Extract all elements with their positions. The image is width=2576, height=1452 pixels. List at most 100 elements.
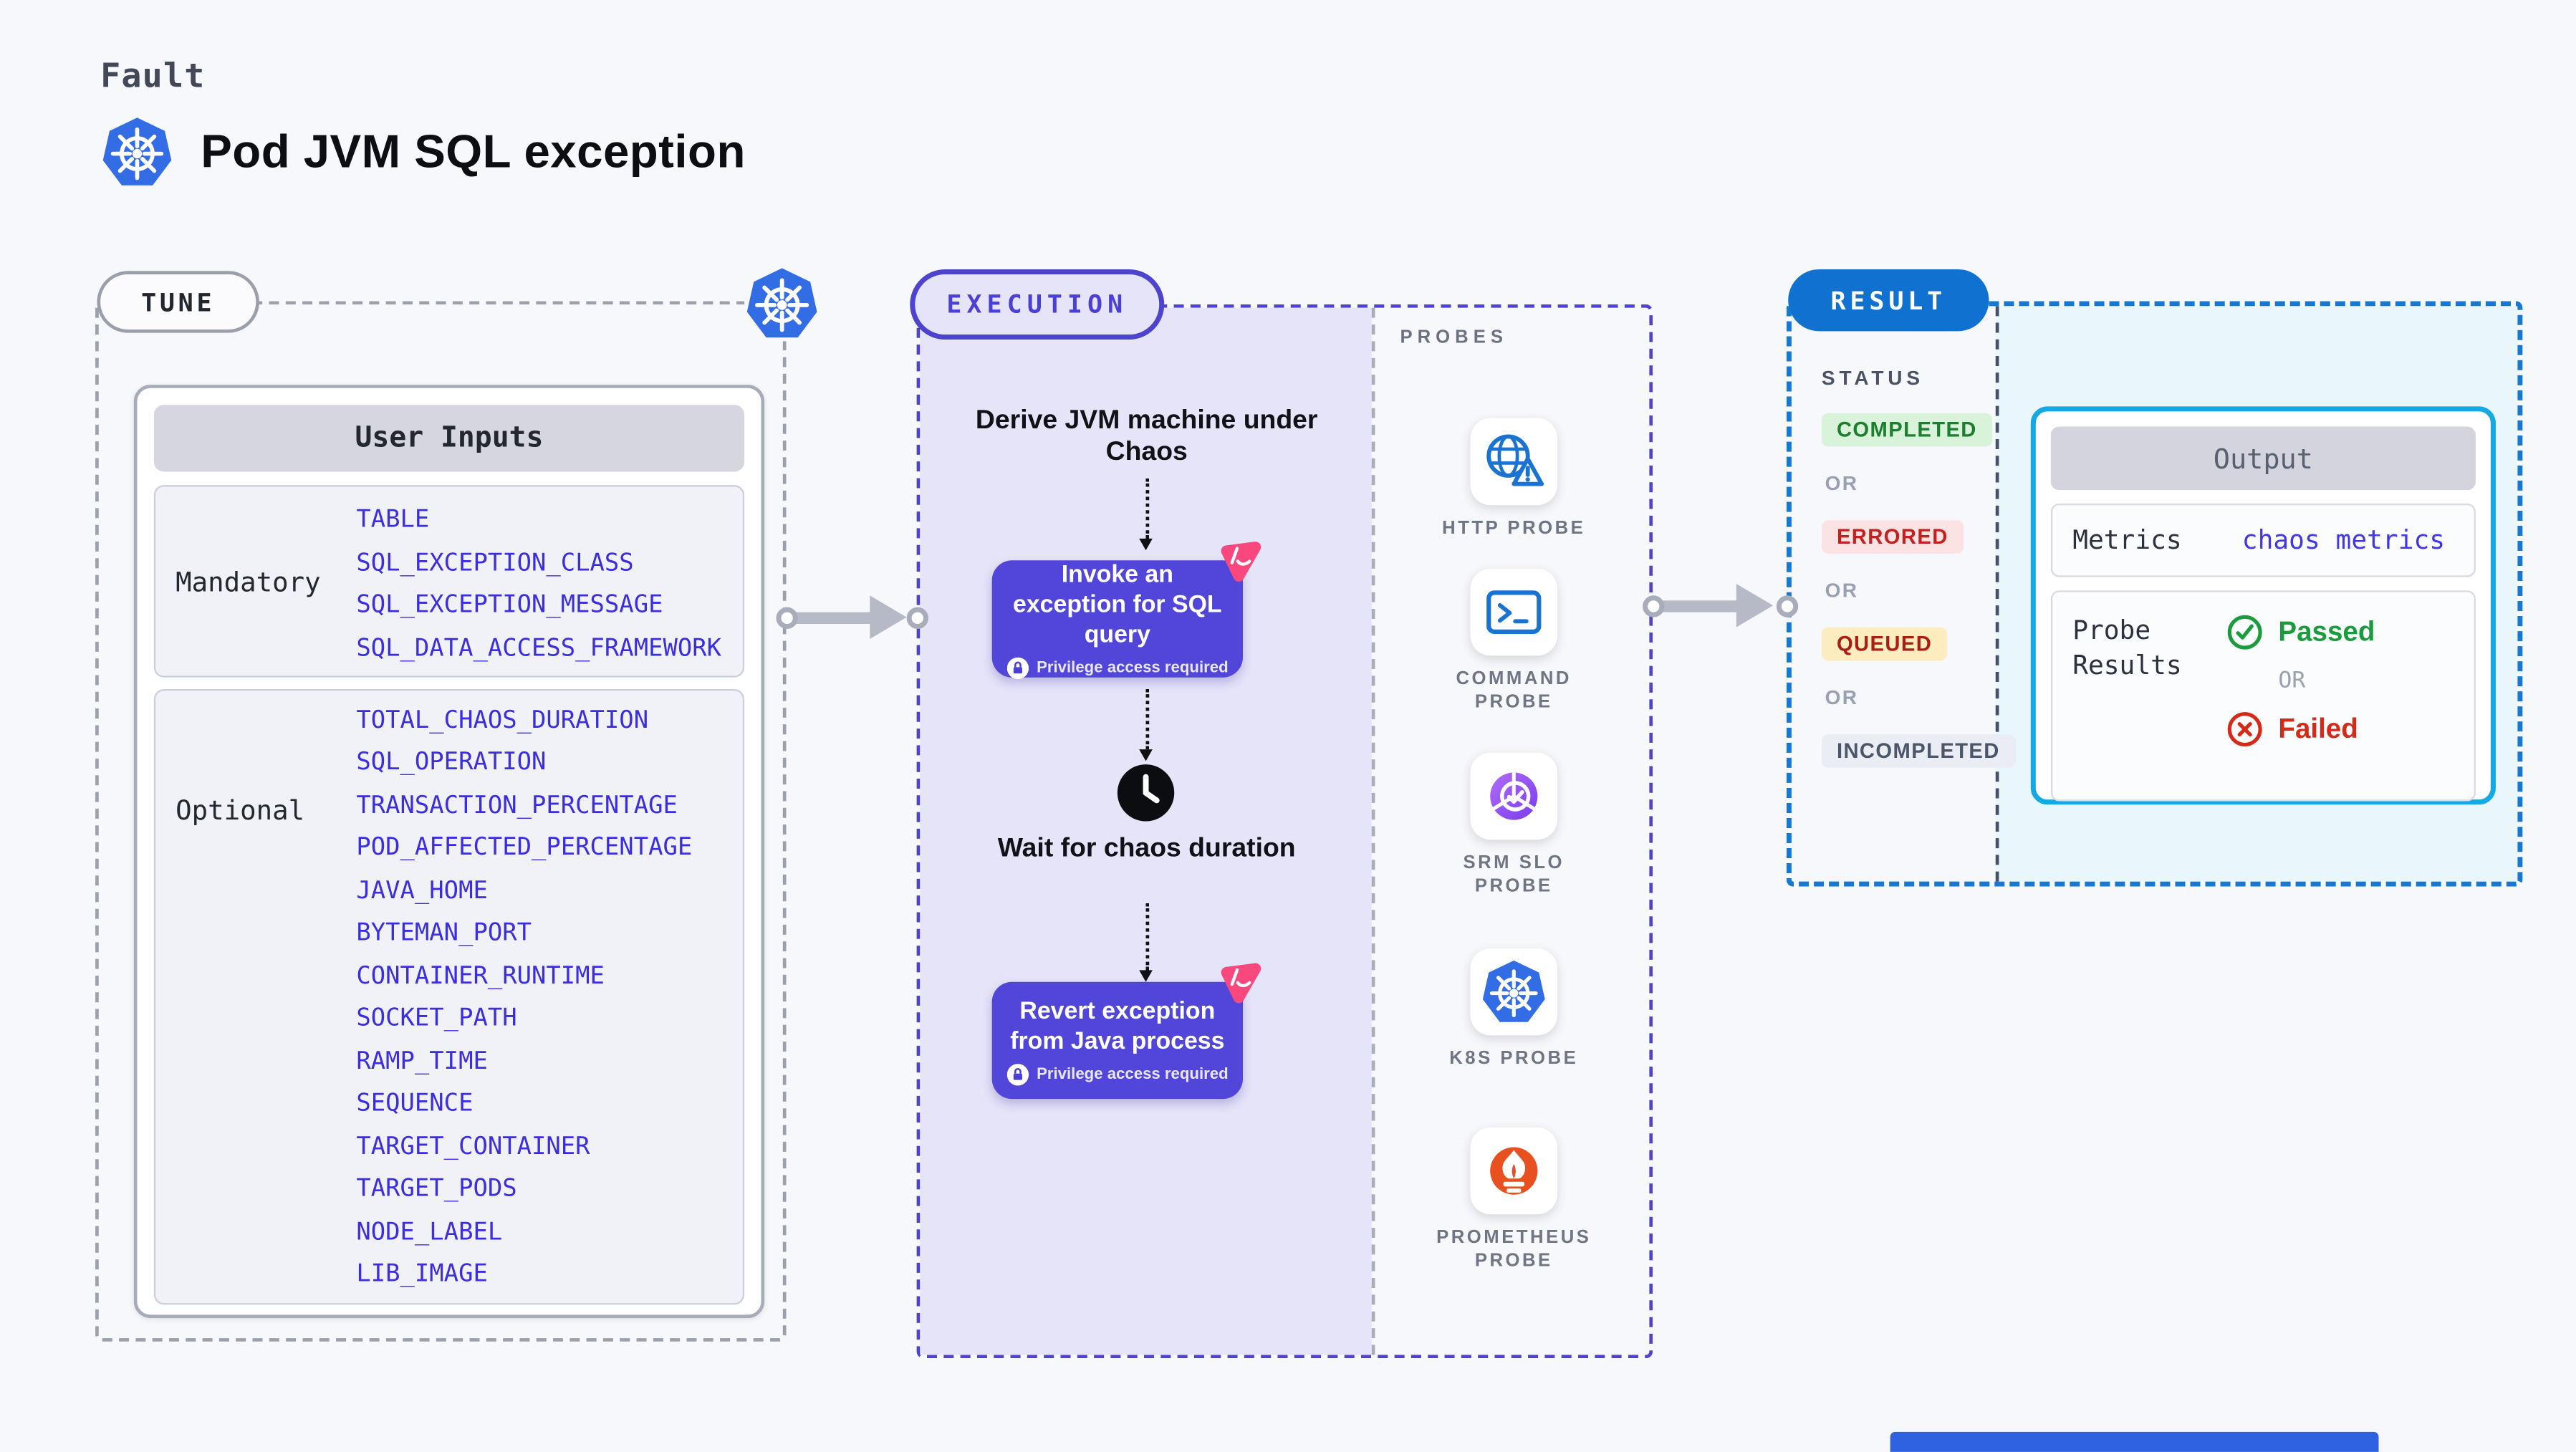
user-inputs-card: User Inputs Mandatory TABLE SQL_EXCEPTIO… [133, 385, 765, 1319]
tune-section: User Inputs Mandatory TABLE SQL_EXCEPTIO… [95, 266, 820, 1342]
fault-eyebrow: Fault [100, 55, 206, 96]
flow-arrow-down [1138, 903, 1153, 982]
arrow-execution-to-result [1663, 600, 1740, 612]
revert-exception-step[interactable]: Revert exception from Java process Privi… [991, 982, 1243, 1100]
probe-card[interactable] [1470, 568, 1557, 656]
lock-icon [1006, 657, 1028, 678]
flow-arrow-down [1138, 478, 1153, 551]
probes-divider [1371, 307, 1375, 1355]
tune-pill: TUNE [97, 271, 259, 333]
output-card: Output Metrics chaos metrics Probe Resul… [2030, 406, 2496, 805]
revert-step-label: Revert exception from Java process [1010, 997, 1225, 1055]
probes-title: PROBES [1400, 327, 1509, 348]
optional-group: Optional TOTAL_CHAOS_DURATION SQL_OPERAT… [153, 689, 745, 1305]
x-circle-icon [2227, 712, 2262, 747]
metrics-row: Metrics chaos metrics [2050, 503, 2476, 577]
prometheus-icon [1490, 1147, 1538, 1195]
or-label: OR [2278, 667, 2306, 695]
mandatory-param-list: TABLE SQL_EXCEPTION_CLASS SQL_EXCEPTION_… [356, 509, 721, 661]
invoke-exception-step[interactable]: Invoke an exception for SQL query Privil… [991, 560, 1243, 678]
param: TOTAL_CHAOS_DURATION [356, 707, 649, 735]
execution-section: PROBES Derive JVM machine under Chaos In… [916, 304, 1653, 1359]
execution-pill: EXECUTION [910, 269, 1165, 340]
status-badge-errored: ERRORED [1821, 520, 1964, 554]
arrowhead [870, 595, 907, 640]
param: NODE_LABEL [356, 1218, 503, 1246]
privilege-note: Privilege access required [1037, 658, 1229, 677]
probe-label: HTTP PROBE [1442, 518, 1586, 539]
param: CONTAINER_RUNTIME [356, 963, 605, 991]
mandatory-group: Mandatory TABLE SQL_EXCEPTION_CLASS SQL_… [153, 485, 745, 678]
param: POD_AFFECTED_PERCENTAGE [356, 835, 693, 862]
globe-alert-icon [1486, 434, 1544, 486]
or-label: OR [1825, 471, 1859, 496]
bottom-blue-bar [1890, 1431, 2379, 1452]
status-badge-incompleted: INCOMPLETED [1821, 734, 2015, 768]
probe-label: PROMETHEUS PROBE [1436, 1227, 1592, 1271]
probe-k8s: K8S PROBE [1405, 948, 1623, 1070]
probe-results-label: Probe Results [2072, 615, 2182, 681]
probe-card[interactable] [1470, 1127, 1557, 1215]
probe-label: K8S PROBE [1449, 1049, 1579, 1069]
kubernetes-icon [744, 266, 820, 342]
probe-results-row: Probe Results Passed OR [2050, 590, 2476, 802]
or-label: OR [1825, 578, 1859, 602]
output-header: Output [2050, 426, 2476, 491]
probe-http: HTTP PROBE [1405, 418, 1623, 540]
param: TARGET_PODS [356, 1176, 517, 1203]
param: RAMP_TIME [356, 1048, 488, 1076]
privilege-note: Privilege access required [1037, 1064, 1229, 1083]
clock-icon [1117, 764, 1175, 822]
probe-card[interactable] [1470, 948, 1557, 1036]
probe-card[interactable] [1470, 752, 1557, 840]
kubernetes-icon [1481, 958, 1547, 1025]
status-title: STATUS [1821, 366, 1924, 390]
status-list: COMPLETED OR ERRORED OR QUEUED OR INCOMP… [1821, 413, 2015, 768]
probe-prometheus: PROMETHEUS PROBE [1405, 1127, 1623, 1273]
probe-label: SRM SLO PROBE [1463, 852, 1565, 897]
arrow-tune-to-execution [792, 611, 873, 623]
metrics-value[interactable]: chaos metrics [2241, 525, 2446, 556]
param: SQL_EXCEPTION_MESSAGE [356, 592, 663, 620]
arrowhead [1736, 583, 1774, 628]
param: SQL_OPERATION [356, 750, 547, 777]
chaos-spark-icon [1211, 956, 1264, 1009]
connector-port [1775, 595, 1798, 617]
derive-step-label: Derive JVM machine under Chaos [975, 406, 1318, 467]
param: SEQUENCE [356, 1091, 474, 1118]
status-badge-completed: COMPLETED [1821, 413, 1992, 447]
title-bar: Pod JVM SQL exception [100, 115, 746, 189]
param: TABLE [356, 506, 430, 534]
page-title: Pod JVM SQL exception [201, 125, 746, 178]
result-section: STATUS COMPLETED OR ERRORED OR QUEUED OR… [1786, 301, 2523, 887]
wait-step-label: Wait for chaos duration [997, 835, 1296, 863]
passed-label: Passed [2278, 616, 2375, 647]
metrics-label: Metrics [2072, 525, 2182, 556]
flow-arrow-down [1138, 689, 1153, 761]
probe-results-values: Passed OR Failed [2226, 614, 2375, 748]
param: JAVA_HOME [356, 878, 488, 905]
check-circle-icon [2227, 615, 2262, 650]
param: LIB_IMAGE [356, 1261, 488, 1289]
connector-port [1641, 595, 1664, 617]
lock-icon [1006, 1063, 1028, 1085]
optional-param-list: TOTAL_CHAOS_DURATION SQL_OPERATION TRANS… [356, 709, 692, 1288]
user-inputs-header: User Inputs [153, 405, 745, 472]
status-badge-queued: QUEUED [1821, 627, 1948, 661]
or-label: OR [1825, 686, 1859, 710]
result-pill: RESULT [1788, 269, 1989, 332]
slo-gauge-icon [1490, 772, 1538, 820]
failed-label: Failed [2278, 713, 2358, 744]
connector-port [775, 606, 797, 628]
kubernetes-icon [100, 115, 174, 189]
probe-card[interactable] [1470, 418, 1557, 506]
probe-srm-slo: SRM SLO PROBE [1405, 752, 1623, 898]
connector-port [905, 606, 928, 628]
invoke-step-label: Invoke an exception for SQL query [1013, 561, 1222, 648]
param: SQL_EXCEPTION_CLASS [356, 549, 634, 577]
probe-command: COMMAND PROBE [1405, 568, 1623, 714]
terminal-icon [1486, 590, 1542, 635]
param: SQL_DATA_ACCESS_FRAMEWORK [356, 635, 722, 663]
